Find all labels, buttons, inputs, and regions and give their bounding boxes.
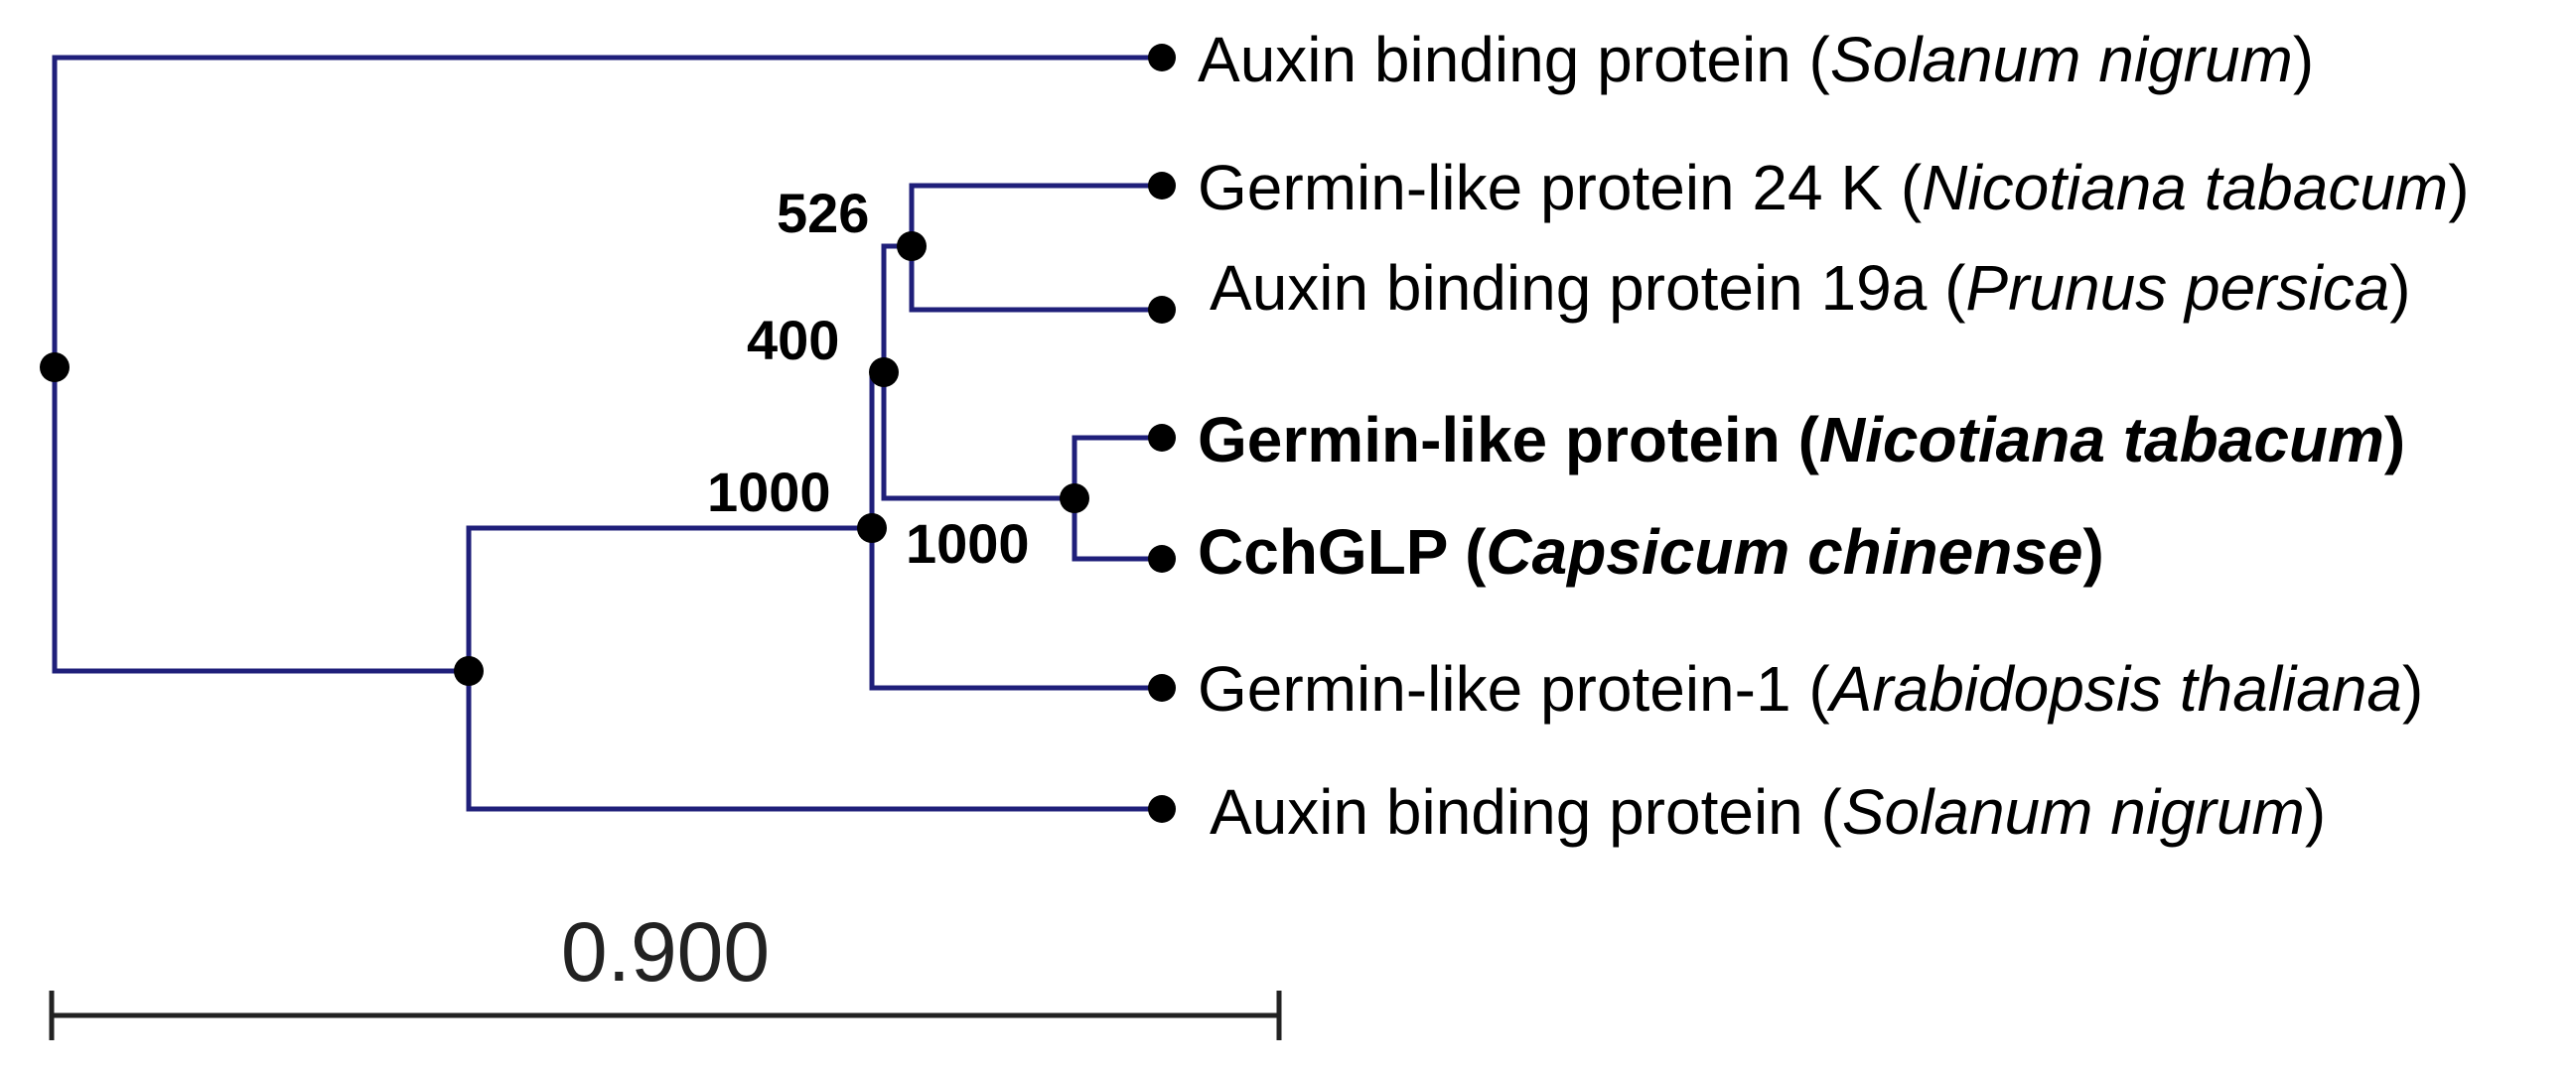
leaf-label-4-species: Nicotiana tabacum bbox=[1819, 404, 2384, 475]
branch-400-down bbox=[881, 369, 1077, 501]
leaf-tip-2 bbox=[1148, 172, 1176, 200]
scale-bar-label: 0.900 bbox=[561, 905, 770, 999]
branch-ingroup-up bbox=[466, 525, 875, 674]
leaf-label-1: Auxin binding protein (Solanum nigrum) bbox=[1198, 24, 2314, 95]
clade-400 bbox=[869, 243, 1077, 501]
leaf-label-1-species: Solanum nigrum bbox=[1830, 24, 2293, 95]
branch-526-to-leaf3 bbox=[909, 243, 1165, 313]
node-1000a bbox=[857, 513, 887, 543]
leaf-tip-7 bbox=[1148, 795, 1176, 823]
leaf-label-5-suffix: ) bbox=[2083, 516, 2104, 588]
leaf-label-2-prefix: Germin-like protein 24 K ( bbox=[1198, 152, 1922, 223]
leaf-label-1-prefix: Auxin binding protein ( bbox=[1198, 24, 1830, 95]
leaf-tip-5 bbox=[1148, 545, 1176, 573]
leaf-label-5-prefix: CchGLP ( bbox=[1198, 516, 1487, 588]
leaf-label-6-suffix: ) bbox=[2402, 653, 2423, 725]
leaf-tip-3 bbox=[1148, 296, 1176, 324]
node-ingroup bbox=[454, 656, 484, 686]
clade-1000b bbox=[1060, 435, 1165, 562]
leaf-label-3-prefix: Auxin binding protein 19a ( bbox=[1210, 252, 1965, 324]
leaf-tip-4 bbox=[1148, 424, 1176, 452]
branch-1000b-to-leaf5 bbox=[1072, 495, 1165, 562]
leaf-label-6: Germin-like protein-1 (Arabidopsis thali… bbox=[1198, 653, 2423, 725]
support-value-400: 400 bbox=[747, 309, 839, 371]
leaf-label-1-suffix: ) bbox=[2293, 24, 2314, 95]
leaf-tip-6 bbox=[1148, 674, 1176, 702]
node-root bbox=[40, 352, 70, 382]
branch-root-to-ingroup bbox=[52, 364, 472, 674]
leaf-label-5: CchGLP (Capsicum chinense) bbox=[1198, 516, 2104, 588]
leaf-label-3-species: Prunus persica bbox=[1965, 252, 2389, 324]
leaf-label-4-suffix: ) bbox=[2384, 404, 2405, 475]
branch-526-to-leaf2 bbox=[909, 183, 1165, 249]
node-400 bbox=[869, 357, 899, 387]
scale-bar: 0.900 bbox=[49, 905, 1282, 1040]
leaf-label-7: Auxin binding protein (Solanum nigrum) bbox=[1210, 776, 2326, 848]
leaf-label-3-suffix: ) bbox=[2389, 252, 2410, 324]
leaf-label-6-species: Arabidopsis thaliana bbox=[1826, 653, 2402, 725]
branch-root-to-leaf1 bbox=[52, 55, 1165, 370]
leaf-label-2: Germin-like protein 24 K (Nicotiana taba… bbox=[1198, 152, 2470, 223]
branch-1000a-to-leaf6 bbox=[869, 525, 1165, 691]
leaf-label-7-species: Solanum nigrum bbox=[1842, 776, 2305, 848]
leaf-label-3: Auxin binding protein 19a (Prunus persic… bbox=[1210, 252, 2411, 324]
branch-1000b-to-leaf4 bbox=[1072, 435, 1165, 501]
leaf-label-4: Germin-like protein (Nicotiana tabacum) bbox=[1198, 404, 2405, 475]
node-1000b bbox=[1060, 483, 1089, 513]
clade-ingroup bbox=[454, 525, 1165, 812]
support-value-526: 526 bbox=[777, 182, 869, 244]
leaf-label-2-species: Nicotiana tabacum bbox=[1922, 152, 2448, 223]
support-value-1000a: 1000 bbox=[707, 461, 831, 523]
leaf-label-7-suffix: ) bbox=[2305, 776, 2326, 848]
clade-526 bbox=[897, 183, 1165, 313]
node-526 bbox=[897, 231, 927, 261]
leaf-label-2-suffix: ) bbox=[2448, 152, 2469, 223]
clade-root bbox=[40, 55, 1165, 674]
leaf-tip-1 bbox=[1148, 44, 1176, 71]
branch-400-up bbox=[881, 243, 915, 375]
branch-ingroup-to-leaf7 bbox=[466, 668, 1165, 812]
support-value-1000b: 1000 bbox=[906, 512, 1030, 575]
leaf-label-6-prefix: Germin-like protein-1 ( bbox=[1198, 653, 1830, 725]
leaf-label-4-prefix: Germin-like protein ( bbox=[1198, 404, 1820, 475]
leaf-label-7-prefix: Auxin binding protein ( bbox=[1210, 776, 1842, 848]
leaf-label-5-species: Capsicum chinense bbox=[1486, 516, 2082, 588]
